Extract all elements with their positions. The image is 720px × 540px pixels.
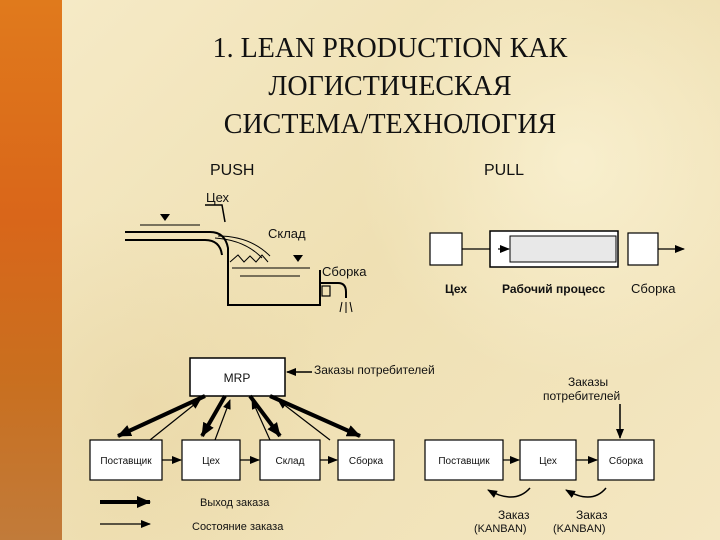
pull-pipe-illustration xyxy=(429,230,685,268)
pull-orders-label-line1: Заказы xyxy=(568,375,608,389)
legend-order-state: Состояние заказа xyxy=(192,521,284,533)
slide-title: 1. LEAN PRODUCTION КАК ЛОГИСТИЧЕСКАЯ СИС… xyxy=(110,30,670,144)
decorative-side-bar xyxy=(0,0,62,540)
mrp-output-arrows xyxy=(117,394,361,438)
pull-box-supplier xyxy=(424,439,504,481)
push-chain-workshop-label: Цех xyxy=(202,456,220,467)
push-box-supplier xyxy=(89,439,163,481)
kanban-2-tag: (KANBAN) xyxy=(553,523,606,535)
push-heading: PUSH xyxy=(210,162,254,179)
title-line-3: СИСТЕМА/ТЕХНОЛОГИЯ xyxy=(223,109,557,140)
title-line-1: 1. LEAN PRODUCTION КАК xyxy=(212,33,568,64)
kanban-arrow-1 xyxy=(487,487,531,498)
pull-chain-supplier-label: Поставщик xyxy=(438,456,490,467)
kanban-2-order: Заказ xyxy=(576,508,608,522)
tank-label-assembly: Сборка xyxy=(322,264,367,279)
pull-orders-label-line2: потребителей xyxy=(543,389,620,403)
kanban-1-tag: (KANBAN) xyxy=(474,523,527,535)
tank-label-workshop: Цех xyxy=(206,190,230,205)
pull-heading: PULL xyxy=(484,162,524,179)
push-tank-illustration xyxy=(125,204,353,313)
pipe-label-assembly: Сборка xyxy=(631,281,676,296)
kanban-arrow-2 xyxy=(565,487,607,498)
pull-chain xyxy=(424,439,655,481)
tank-label-warehouse: Склад xyxy=(268,226,306,241)
kanban-1-order: Заказ xyxy=(498,508,530,522)
mrp-state-arrows xyxy=(149,399,331,441)
push-box-assembly xyxy=(337,439,395,481)
push-chain-supplier-label: Поставщик xyxy=(100,456,152,467)
pull-box-workshop xyxy=(519,439,577,481)
pipe-label-process: Рабочий процесс xyxy=(502,282,605,296)
push-chain-assembly-label: Сборка xyxy=(349,455,384,467)
title-line-2: ЛОГИСТИЧЕСКАЯ xyxy=(268,71,512,102)
push-box-warehouse xyxy=(259,439,321,481)
pull-chain-assembly-label: Сборка xyxy=(609,455,644,467)
push-chain xyxy=(89,439,395,481)
pull-box-assembly xyxy=(597,439,655,481)
pull-chain-workshop-label: Цех xyxy=(539,456,557,467)
mrp-box xyxy=(189,357,286,397)
push-orders-label: Заказы потребителей xyxy=(314,363,435,377)
legend-order-output: Выход заказа xyxy=(200,497,270,509)
pipe-label-workshop: Цех xyxy=(445,282,467,296)
mrp-label: MRP xyxy=(224,371,251,385)
push-box-workshop xyxy=(181,439,241,481)
push-chain-warehouse-label: Склад xyxy=(276,456,305,467)
